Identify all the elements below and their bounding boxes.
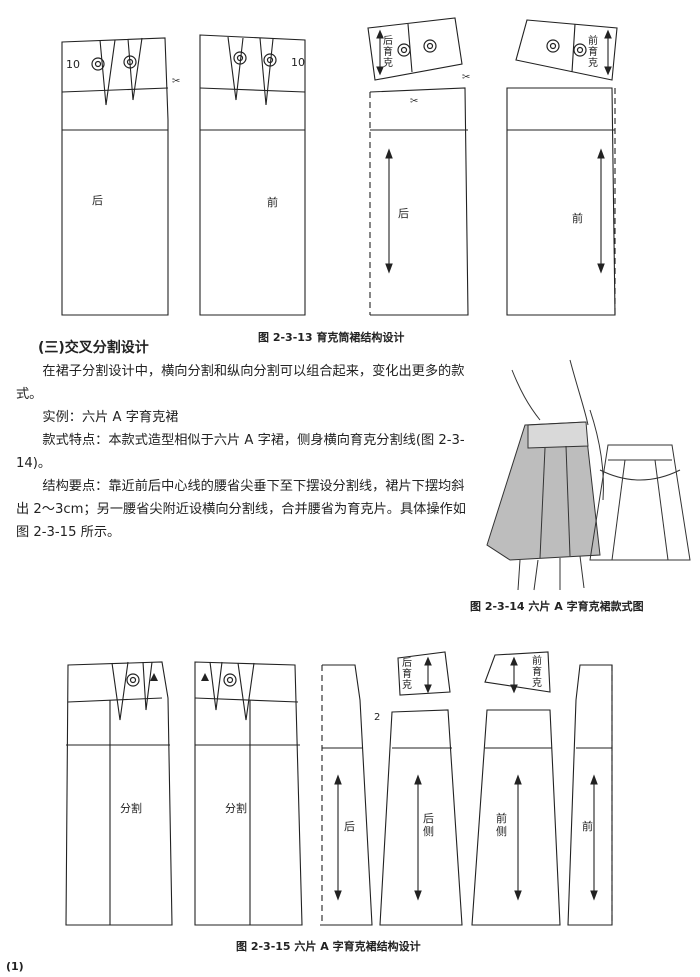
label-num-2: 2 (374, 712, 381, 723)
dart-value-right: 10 (291, 56, 305, 69)
caption-figure-2-3-15: 图 2-3-15 六片 A 字育克裙结构设计 (236, 940, 421, 953)
figure-2-3-14-sketch (486, 359, 691, 591)
section-body: 在裙子分割设计中，横向分割和纵向分割可以组合起来，变化出更多的款式。 实例：六片… (16, 360, 466, 544)
back-panel-outline (61, 37, 169, 316)
scissor-icon: ✂ (172, 76, 180, 87)
front-yoke-piece (515, 19, 618, 81)
footer-fragment: (1) (6, 960, 24, 973)
figure-2-3-13: ✂ ✂ ✂ 后 前 后 前 10 10 后育克 前育克 图 2-3-13 育克筒… (0, 0, 700, 344)
caption-figure-2-3-14: 图 2-3-14 六片 A 字育克裙款式图 (470, 600, 644, 613)
label-yoke-front-13: 前育克 (588, 36, 598, 69)
figure-2-3-15-drawing (65, 651, 613, 926)
paragraph-2: 实例：六片 A 字育克裙 (42, 410, 179, 425)
label-front-lower-13: 前 (572, 212, 583, 225)
label-back-13: 后 (92, 194, 103, 207)
figure-2-3-15: 分割 分割 后 后侧 前侧 前 后育克 前育克 2 图 2-3-15 六片 A … (0, 640, 700, 953)
label-split-left: 分割 (120, 802, 142, 815)
label-yoke-back-13: 后育克 (383, 36, 393, 69)
paragraph-4: 结构要点：靠近前后中心线的腰省尖垂下至下摆设分割线，裙片下摆均斜出 2～3cm；… (16, 479, 466, 540)
label-front-15: 前 (582, 820, 593, 833)
label-back-side-15: 后侧 (423, 812, 434, 838)
back-yoke-piece (367, 17, 463, 81)
label-yoke-front-15: 前育克 (532, 656, 542, 689)
figure-2-3-14: 图 2-3-14 六片 A 字育克裙款式图 (0, 350, 700, 625)
front-panel-outline (199, 34, 306, 316)
label-back-lower-13: 后 (398, 207, 409, 220)
label-back-15: 后 (344, 820, 355, 833)
caption-figure-2-3-13: 图 2-3-13 育克筒裙结构设计 (258, 331, 405, 344)
dart-value-left: 10 (66, 58, 80, 71)
figure-2-3-13-drawing: ✂ ✂ ✂ (61, 17, 618, 316)
label-front-13: 前 (267, 196, 278, 209)
section-heading: (三)交叉分割设计 (38, 340, 149, 356)
paragraph-1: 在裙子分割设计中，横向分割和纵向分割可以组合起来，变化出更多的款式。 (16, 364, 465, 402)
skirt-flat-sketch (589, 444, 691, 561)
label-split-right: 分割 (225, 802, 247, 815)
scissor-icon: ✂ (410, 96, 418, 107)
label-yoke-back-15: 后育克 (402, 658, 412, 691)
scissor-icon: ✂ (462, 72, 470, 83)
label-front-side-15: 前侧 (496, 812, 507, 838)
paragraph-3: 款式特点：本款式造型相似于六片 A 字裙，侧身横向育克分割线(图 2-3-14)… (16, 433, 465, 471)
